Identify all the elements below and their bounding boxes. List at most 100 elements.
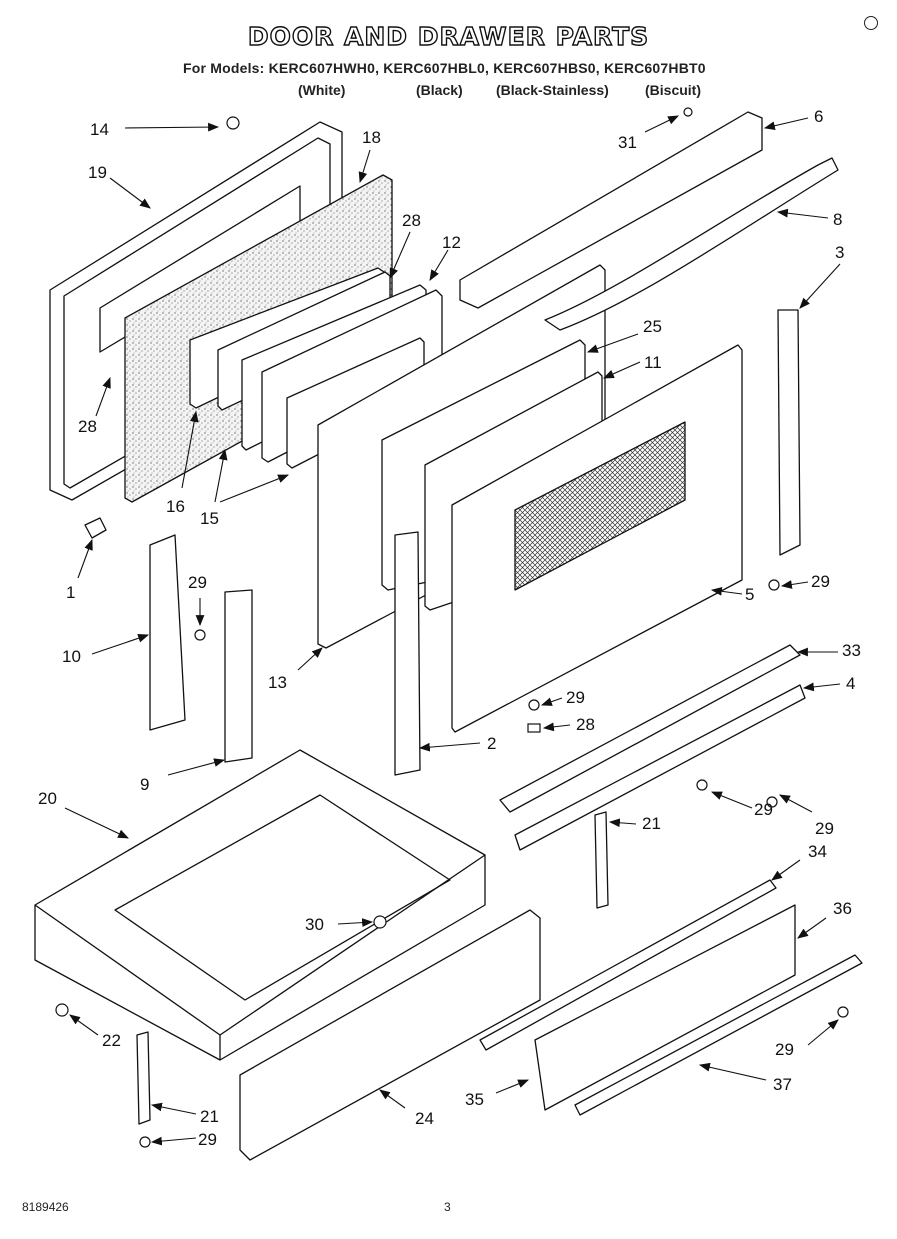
callout-29-door: 29 [566, 688, 585, 707]
callout-9: 9 [140, 775, 149, 794]
drawer-body [34, 749, 486, 1061]
screw-22 [55, 1003, 69, 1017]
screw-29-side [768, 579, 780, 591]
leader-12 [429, 249, 449, 281]
leader-28a [389, 231, 411, 280]
callout-31: 31 [618, 133, 637, 152]
callout-29-rail-a: 29 [754, 800, 773, 819]
callout-28-top: 28 [402, 211, 421, 230]
leader-8 [776, 208, 829, 219]
leader-14 [124, 122, 220, 132]
callout-13: 13 [268, 673, 287, 692]
diagram-title: DOOR AND DRAWER PARTS [247, 21, 650, 51]
callout-12: 12 [442, 233, 461, 252]
screw-30 [373, 915, 387, 929]
leader-22 [69, 1014, 99, 1036]
callout-21-upper: 21 [642, 814, 661, 833]
callout-4: 4 [846, 674, 855, 693]
callout-10: 10 [62, 647, 81, 666]
callout-6: 6 [814, 107, 823, 126]
callout-5: 5 [745, 585, 754, 604]
screw-31 [683, 107, 693, 117]
leader-29d [710, 791, 753, 809]
bracket-21-upper [594, 811, 609, 909]
leader-21b [150, 1102, 197, 1115]
leader-28b [95, 376, 111, 417]
leader-1 [77, 538, 93, 579]
trim-strip-left [224, 589, 253, 763]
kick-rail-34 [479, 879, 777, 1051]
leader-30 [337, 918, 374, 927]
drawer-front [239, 909, 541, 1161]
leader-31 [644, 115, 679, 133]
callout-29-side: 29 [811, 572, 830, 591]
screw-29-rail-a [696, 779, 708, 791]
leader-16 [181, 410, 199, 489]
leader-35 [495, 1079, 530, 1094]
screw-29-bracket [139, 1136, 151, 1148]
callout-33: 33 [842, 641, 861, 660]
callout-19: 19 [88, 163, 107, 182]
callout-11: 11 [644, 353, 662, 372]
leader-37 [698, 1062, 767, 1081]
screw-29-door [528, 699, 540, 711]
outer-door-panel [451, 344, 743, 733]
callout-36: 36 [833, 899, 852, 918]
callout-18: 18 [362, 128, 381, 147]
kick-rail-37 [574, 954, 863, 1116]
leader-15b [219, 474, 290, 503]
callout-20: 20 [38, 789, 57, 808]
corner-mark [864, 16, 878, 30]
callout-16: 16 [166, 497, 185, 516]
door-hinge-right [394, 531, 421, 776]
leader-6 [763, 117, 809, 131]
leader-11 [602, 361, 641, 379]
vent-trim [459, 111, 763, 309]
variant-black-stainless: (Black-Stainless) [496, 82, 609, 98]
leader-18 [358, 149, 371, 184]
leader-29e [779, 794, 813, 813]
door-handle [544, 157, 839, 331]
callout-29-kick: 29 [775, 1040, 794, 1059]
leader-29b [780, 580, 809, 589]
leader-19 [109, 177, 151, 209]
callout-3: 3 [835, 243, 844, 262]
leader-10 [91, 634, 150, 655]
callout-37: 37 [773, 1075, 792, 1094]
leader-9 [167, 758, 226, 776]
side-trim-right [777, 309, 801, 556]
leader-36 [797, 917, 827, 939]
callout-25: 25 [643, 317, 662, 336]
screw-29-hinge [194, 629, 206, 641]
drawer-rail-4 [514, 684, 806, 851]
callout-22: 22 [102, 1031, 121, 1050]
callout-34: 34 [808, 842, 827, 861]
page-number: 3 [444, 1200, 451, 1214]
leader-13 [297, 647, 323, 671]
leader-20 [64, 807, 129, 839]
clip-28 [527, 723, 541, 733]
leader-5 [710, 586, 743, 596]
screw-14 [226, 116, 240, 130]
callout-29-bracket: 29 [198, 1130, 217, 1149]
leader-2 [418, 742, 481, 752]
leader-34 [771, 859, 801, 881]
leader-15a [214, 448, 228, 503]
bracket-21-lower [136, 1031, 151, 1125]
kick-panel-36 [534, 904, 796, 1111]
callout-35: 35 [465, 1090, 484, 1109]
callout-29-hinge: 29 [188, 573, 207, 592]
door-hinge-left [149, 534, 186, 731]
callout-8: 8 [833, 210, 842, 229]
leader-29f [150, 1136, 197, 1146]
callout-1: 1 [66, 583, 75, 602]
leader-28c [542, 722, 571, 732]
callout-28-door: 28 [576, 715, 595, 734]
callout-21-lower: 21 [200, 1107, 219, 1126]
variant-white: (White) [298, 82, 346, 98]
callout-2: 2 [487, 734, 496, 753]
leader-4 [802, 682, 841, 692]
screw-29-rail-b [766, 796, 778, 808]
leader-24 [379, 1089, 406, 1109]
